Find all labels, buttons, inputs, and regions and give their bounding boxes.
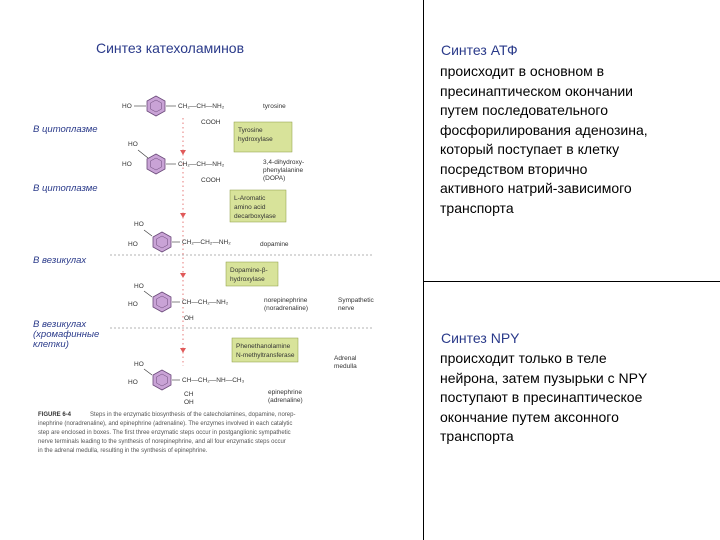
molecule-norepinephrine: HO HO CH—CH₂—NH₂ OH norepinephrine (nora… xyxy=(128,283,375,322)
svg-text:(noradrenaline): (noradrenaline) xyxy=(264,305,308,312)
svg-text:CH₂—CH₂—NH₂: CH₂—CH₂—NH₂ xyxy=(182,239,231,246)
npy-text-line: транспорта xyxy=(440,428,514,444)
svg-text:inephrine (noradrenaline), and: inephrine (noradrenaline), and epinephri… xyxy=(38,421,292,427)
svg-text:nerve: nerve xyxy=(338,305,355,312)
svg-text:3,4-dihydroxy-: 3,4-dihydroxy- xyxy=(263,159,304,166)
enzyme-box-pnmt: Phenethanolamine N-methyltransferase xyxy=(231,337,299,363)
npy-text-line: происходит только в теле xyxy=(440,350,607,366)
vertical-divider xyxy=(423,0,424,540)
pathway-arrowhead-3 xyxy=(180,273,186,278)
svg-text:phenylalanine: phenylalanine xyxy=(263,167,304,174)
atp-text-line: активного натрий-зависимого xyxy=(440,180,632,196)
npy-text-line: окончание путем аксонного xyxy=(440,408,619,425)
npy-text-line: нейрона, затем пузырьки с NPY xyxy=(440,369,648,386)
svg-text:nerve terminals leading to the: nerve terminals leading to the synthesis… xyxy=(38,439,286,445)
atp-text-line: транспорта xyxy=(440,199,514,216)
svg-text:CH—CH₂—NH—CH₃: CH—CH₂—NH—CH₃ xyxy=(182,377,245,384)
npy-synthesis-text: происходит только в теле нейрона, затем … xyxy=(440,349,710,447)
svg-text:hydroxylase: hydroxylase xyxy=(238,136,273,143)
svg-text:norepinephrine: norepinephrine xyxy=(264,297,308,304)
molecule-dopa: HO HO CH₂—CH—NH₂ COOH 3,4-dihydroxy- phe… xyxy=(122,141,304,184)
svg-text:(adrenaline): (adrenaline) xyxy=(268,397,303,404)
catecholamine-synthesis-figure: HO CH₂—CH—NH₂ COOH tyrosine Tyrosine hyd… xyxy=(38,95,375,454)
svg-text:HO: HO xyxy=(122,103,132,110)
svg-text:CH—CH₂—NH₂: CH—CH₂—NH₂ xyxy=(182,299,229,306)
svg-text:Steps in the enzymatic biosynt: Steps in the enzymatic biosynthesis of t… xyxy=(90,412,295,418)
npy-text-line: поступают в пресинаптическое xyxy=(440,389,643,405)
atp-synthesis-text: происходит в основном в пресинаптическом… xyxy=(440,62,710,218)
atp-synthesis-title: Синтез АТФ xyxy=(441,42,518,58)
location-label-cells: клетки) xyxy=(33,339,69,350)
atp-text-line: пресинаптическом окончании xyxy=(440,82,634,99)
svg-text:COOH: COOH xyxy=(201,119,221,126)
svg-text:hydroxylase: hydroxylase xyxy=(230,276,265,283)
svg-text:HO: HO xyxy=(128,379,138,386)
pathway-arrowhead-4 xyxy=(180,348,186,353)
pathway-arrowhead-2 xyxy=(180,213,186,218)
svg-text:L-Aromatic: L-Aromatic xyxy=(234,195,266,202)
atp-text-line: который поступает в клетку xyxy=(440,141,620,157)
molecule-epinephrine: HO HO CH—CH₂—NH—CH₃ CH OH epinephrine (a… xyxy=(128,355,357,406)
svg-text:Phenethanolamine: Phenethanolamine xyxy=(236,343,291,350)
svg-text:FIGURE 6-4: FIGURE 6-4 xyxy=(38,412,72,418)
atp-text-line: происходит в основном в xyxy=(440,63,605,79)
enzyme-box-tyrosine-hydroxylase: Tyrosine hydroxylase xyxy=(233,121,293,153)
atp-text-line: путем последовательного xyxy=(440,102,609,118)
svg-text:CH₂—CH—NH₂: CH₂—CH—NH₂ xyxy=(178,161,225,168)
svg-text:in the adrenal medulla, result: in the adrenal medulla, resulting in the… xyxy=(38,448,208,454)
svg-text:OH: OH xyxy=(184,399,194,406)
svg-text:HO: HO xyxy=(134,221,144,228)
svg-text:CH: CH xyxy=(184,391,194,398)
svg-text:amino acid: amino acid xyxy=(234,204,266,211)
location-label-vesicles-2: В везикулах xyxy=(33,319,87,330)
svg-text:Adrenal: Adrenal xyxy=(334,355,357,362)
pathway-arrowhead-1 xyxy=(180,150,186,155)
svg-text:decarboxylase: decarboxylase xyxy=(234,213,276,220)
svg-text:HO: HO xyxy=(128,141,138,148)
svg-text:COOH: COOH xyxy=(201,177,221,184)
svg-text:step are enclosed in boxes. Th: step are enclosed in boxes. The first th… xyxy=(38,430,291,436)
location-label-vesicles-1: В везикулах xyxy=(33,255,87,266)
svg-text:dopamine: dopamine xyxy=(260,241,289,248)
svg-text:HO: HO xyxy=(134,361,144,368)
molecule-dopamine: HO HO CH₂—CH₂—NH₂ dopamine xyxy=(128,221,289,253)
svg-text:HO: HO xyxy=(134,283,144,290)
svg-text:N-methyltransferase: N-methyltransferase xyxy=(236,352,295,359)
location-label-cytoplasm-2: В цитоплазме xyxy=(33,183,98,194)
svg-text:HO: HO xyxy=(128,301,138,308)
enzyme-box-aromatic-decarboxylase: L-Aromatic amino acid decarboxylase xyxy=(229,189,287,223)
svg-text:HO: HO xyxy=(128,241,138,248)
atp-text-line: фосфорилирования аденозина, xyxy=(440,121,648,138)
figure-caption: FIGURE 6-4 Steps in the enzymatic biosyn… xyxy=(38,412,295,454)
location-label-cytoplasm-1: В цитоплазме xyxy=(33,124,98,135)
npy-synthesis-title: Синтез NPY xyxy=(441,330,520,346)
atp-text-line: посредством вторично xyxy=(440,160,588,177)
svg-text:Tyrosine: Tyrosine xyxy=(238,127,263,134)
left-title: Синтез катехоламинов xyxy=(96,40,245,56)
svg-text:Sympathetic: Sympathetic xyxy=(338,297,375,304)
location-label-chromaffin: (хромафинные xyxy=(33,329,100,340)
svg-text:Dopamine-β-: Dopamine-β- xyxy=(230,267,268,274)
svg-text:(DOPA): (DOPA) xyxy=(263,175,285,182)
molecule-tyrosine: HO CH₂—CH—NH₂ COOH tyrosine xyxy=(122,95,286,126)
svg-text:CH₂—CH—NH₂: CH₂—CH—NH₂ xyxy=(178,103,225,110)
svg-text:medulla: medulla xyxy=(334,363,357,370)
svg-text:epinephrine: epinephrine xyxy=(268,389,302,396)
horizontal-divider xyxy=(423,281,720,282)
svg-text:HO: HO xyxy=(122,161,132,168)
svg-text:OH: OH xyxy=(184,315,194,322)
enzyme-box-dopamine-beta-hydroxylase: Dopamine-β- hydroxylase xyxy=(225,261,279,287)
svg-text:tyrosine: tyrosine xyxy=(263,103,286,110)
